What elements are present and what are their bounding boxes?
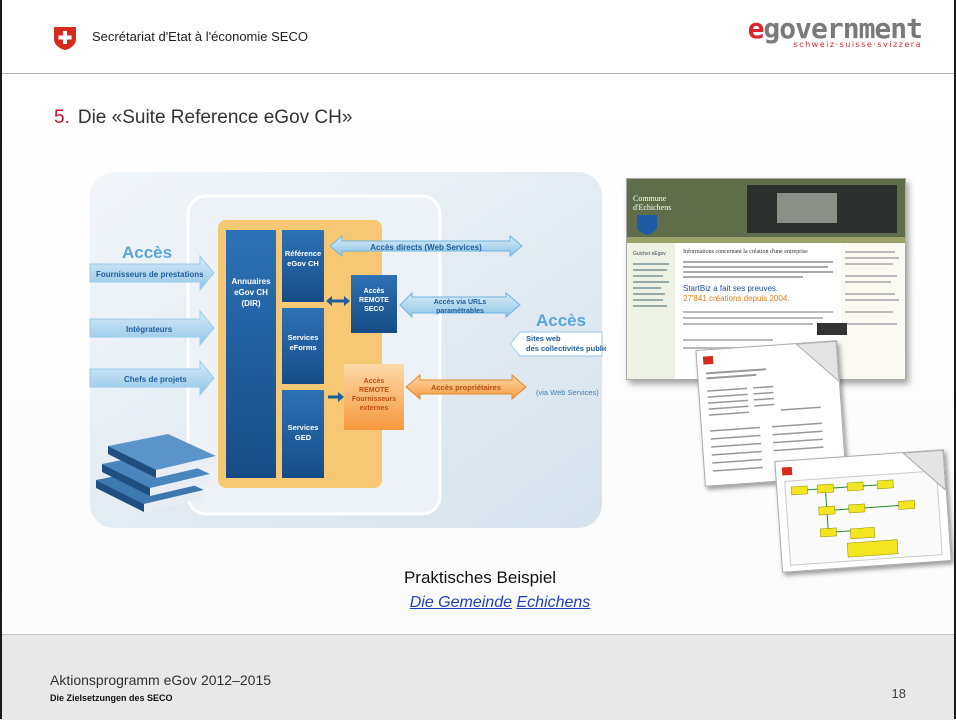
input-integrators-label: Intégrateurs [126, 325, 173, 334]
egovernment-logo: egovernment schweiz·suisse·svizzera [747, 12, 923, 50]
arrow-direct-access: Accès directs (Web Services) [329, 234, 523, 258]
input-providers-label: Fournisseurs de prestations [96, 270, 204, 279]
process-flow-drawing [781, 449, 947, 566]
footer-subtitle: Die Zielsetzungen des SECO [50, 693, 173, 703]
acces-right-label: Accès [536, 311, 586, 330]
example-caption: Praktisches Beispiel [403, 568, 557, 587]
slide-title: 5. Die «Suite Reference eGov CH» [54, 107, 352, 129]
input-arrow-integrators: Intégrateurs [89, 309, 215, 347]
svg-text:d'Echichens: d'Echichens [633, 203, 671, 212]
remote-seco-block [351, 275, 397, 333]
swiss-flag-icon [54, 27, 76, 50]
directory-block [226, 230, 276, 478]
architecture-diagram: Accès Fournisseurs de prestations Intégr… [89, 172, 606, 528]
via-web-services-label: (via Web Services) [536, 388, 599, 397]
startbiz-line: StartBiz a fait ses preuves. [683, 284, 778, 293]
org-name: Secrétariat d'Etat à l'économie SECO [92, 29, 308, 44]
service-reference [282, 230, 324, 302]
service-eforms [282, 308, 324, 384]
slide-title-text: Die «Suite Reference eGov CH» [77, 107, 353, 128]
books-stack-icon [96, 434, 216, 512]
arrow-proprietary-access: Accès propriétaires [405, 373, 527, 401]
form-document-2 [774, 449, 952, 573]
sidebar-lines [633, 263, 669, 307]
arrow-prop-label: Accès propriétaires [431, 383, 501, 392]
input-arrow-project-leads: Chefs de projets [89, 359, 215, 397]
website-screenshot: Commune d'Echichens Guichet eEgov Inform… [626, 178, 906, 380]
link-echichens[interactable]: Echichens [516, 594, 591, 611]
commune-name: Commune [633, 194, 667, 203]
website-screenshot-drawing: Commune d'Echichens Guichet eEgov Inform… [627, 179, 905, 379]
footer-program: Aktionsprogramm eGov 2012–2015 [50, 672, 272, 688]
startbiz-count: 27'841 créations depuis 2004. [683, 294, 790, 303]
example-links: Die Gemeinde Echichens [380, 594, 620, 612]
slide-number: 5. [54, 107, 70, 128]
page-number: 18 [891, 686, 906, 701]
arrow-direct-label: Accès directs (Web Services) [370, 243, 482, 252]
acces-left-label: Accès [122, 243, 172, 262]
screenshot-heading: Informations concernant la création d'un… [683, 248, 808, 255]
form-document-1 [695, 340, 847, 487]
input-projectleads-label: Chefs de projets [124, 375, 187, 384]
slide-footer [2, 634, 954, 720]
logo-tagline: schweiz·suisse·svizzera [793, 40, 922, 49]
logo-e: e [747, 12, 765, 45]
form-document-1-drawing [702, 340, 840, 472]
service-ged [282, 390, 324, 478]
remote-external-block [344, 364, 404, 430]
link-gemeinde[interactable]: Die Gemeinde [409, 594, 512, 611]
slide-header: Secrétariat d'Etat à l'économie SECO ego… [2, 0, 954, 74]
input-arrow-providers: Fournisseurs de prestations [89, 254, 215, 292]
commune-crest-icon [637, 215, 657, 235]
svg-text:Guichet eEgov: Guichet eEgov [633, 251, 666, 257]
logo-word: government [763, 12, 923, 45]
